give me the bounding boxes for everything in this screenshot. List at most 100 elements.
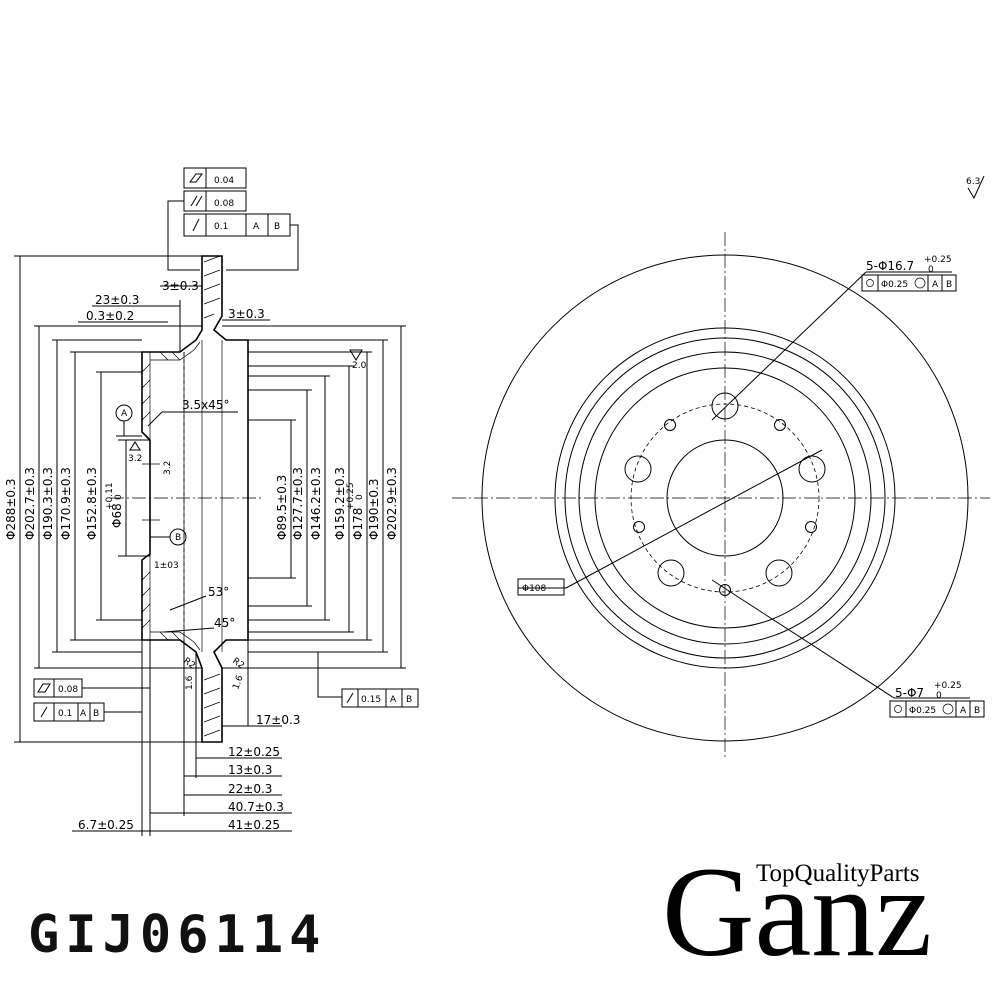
datum-markers: A B 3.2 3.2 1±03 xyxy=(115,404,187,571)
disc-outer-edge xyxy=(481,254,969,742)
datum-a-label: A xyxy=(121,409,128,419)
small-hole-callout: 5-Φ7 +0.25 0 Φ0.25 A B xyxy=(711,579,985,718)
finish-icon-a xyxy=(129,441,141,451)
datum-triangle-icon xyxy=(349,349,363,361)
dim-1-03: 1±03 xyxy=(154,561,179,571)
pcd-circle xyxy=(630,403,820,593)
dim-288: Φ288±0.3 xyxy=(4,479,18,541)
dim-152-8: Φ152.8±0.3 xyxy=(85,467,99,540)
runout-right-datum-a: A xyxy=(390,695,397,705)
dim-3-2a: 3.2 xyxy=(128,454,142,464)
small-datum-a: A xyxy=(960,706,967,716)
tolerance-stack: 0.04 0.08 0.1 A B xyxy=(167,167,299,271)
bolt-datum-a: A xyxy=(932,280,939,290)
dim-127-7: Φ127.7±0.3 xyxy=(291,467,305,540)
left-diameter-dims: Φ288±0.3 Φ202.7±0.3 Φ190.3±0.3 Φ170.9±0.… xyxy=(4,255,202,743)
disc-ring-2 xyxy=(564,337,886,659)
dim-178-tol-low: 0 xyxy=(355,494,365,500)
right-runout-callout: 0.15 A B xyxy=(317,652,419,708)
dim-190: Φ190±0.3 xyxy=(367,479,381,541)
tol-flatness-value: 0.04 xyxy=(214,176,234,186)
runout-right-value: 0.15 xyxy=(361,695,381,705)
right-diameter-dims: Φ89.5±0.3 Φ127.7±0.3 Φ146.2±0.3 Φ159.2±0… xyxy=(222,325,406,669)
dim-hub-bore: Φ68 xyxy=(110,503,124,528)
dim-6-7: 6.7±0.25 xyxy=(78,818,134,832)
dim-22: 22±0.3 xyxy=(228,782,272,796)
left-callouts: 0.08 0.1 A B xyxy=(33,678,150,722)
runout-icon-right xyxy=(346,692,354,704)
bolt-holes-tol-low: 0 xyxy=(928,265,934,275)
small-hole xyxy=(719,584,731,596)
runout-right-datum-b: B xyxy=(406,695,412,705)
surface-finish-value: 6.3 xyxy=(966,177,980,187)
tol-datum-a: A xyxy=(253,222,260,232)
runout-callout-value: 0.1 xyxy=(58,709,72,719)
angle-dims: 53° 45° R2 R2 1.6 1.6 xyxy=(163,585,246,691)
bolt-hole xyxy=(798,455,826,483)
bolt-holes-tol: +0.25 xyxy=(924,255,952,265)
dim-hub-bore-tol: +0.11 xyxy=(105,482,115,510)
front-view: 5-Φ16.7 +0.25 0 Φ0.25 A B Φ108 5-Φ7 +0.2… xyxy=(452,232,990,760)
dim-3-right: 3±0.3 xyxy=(228,307,265,321)
small-holes-label: 5-Φ7 xyxy=(895,686,924,700)
small-hole xyxy=(805,521,817,533)
part-number: GIJ06114 xyxy=(28,905,327,965)
brand-logo-name: Ganz xyxy=(662,841,933,983)
bolt-hole xyxy=(765,559,793,587)
runout-datum-b: B xyxy=(93,709,99,719)
dim-178-tol: +0.25 xyxy=(346,482,356,510)
small-hole xyxy=(774,419,786,431)
mmc-icon-2 xyxy=(942,703,954,715)
small-position-value: Φ0.25 xyxy=(909,706,936,716)
tol-runout-value: 0.1 xyxy=(214,222,228,232)
dim-170-9: Φ170.9±0.3 xyxy=(59,467,73,540)
dim-17: 17±0.3 xyxy=(256,713,300,727)
bolt-position-value: Φ0.25 xyxy=(881,280,908,290)
bolt-datum-b: B xyxy=(946,280,952,290)
dim-190-3: Φ190.3±0.3 xyxy=(41,467,55,540)
position-icon-2 xyxy=(894,705,902,713)
pcd-callout: Φ108 xyxy=(517,449,823,596)
surface-finish-mark: 6.3 xyxy=(966,175,985,200)
dim-89-5: Φ89.5±0.3 xyxy=(275,475,289,540)
small-holes-tol-low: 0 xyxy=(936,691,942,701)
disc-profile xyxy=(141,255,249,743)
dim-1-6a: 1.6 xyxy=(185,675,195,690)
dim-r2b: R2 xyxy=(230,656,246,671)
dim-202-9: Φ202.9±0.3 xyxy=(385,467,399,540)
disc-ring-4 xyxy=(594,367,856,629)
dim-2-0: 2.0 xyxy=(352,361,367,371)
small-hole xyxy=(664,419,676,431)
dim-3-2b: 3.2 xyxy=(163,461,173,475)
dim-53: 53° xyxy=(208,585,229,599)
runout-icon xyxy=(192,218,200,232)
dim-178: Φ178 xyxy=(351,508,365,540)
bolt-hole xyxy=(711,392,739,420)
bolt-hole xyxy=(624,455,652,483)
dim-41: 41±0.25 xyxy=(228,818,280,832)
bottom-dims: 17±0.3 12±0.25 13±0.3 22±0.3 40.7±0.3 41… xyxy=(72,640,300,836)
dim-40-7: 40.7±0.3 xyxy=(228,800,284,814)
tol-parallel-value: 0.08 xyxy=(214,199,234,209)
dim-3-top: 3±0.3 xyxy=(162,279,199,293)
center-bore xyxy=(666,439,784,557)
surface-finish-icon xyxy=(967,175,985,200)
pcd-label: Φ108 xyxy=(522,584,547,594)
dim-12: 12±0.25 xyxy=(228,745,280,759)
dim-146-2: Φ146.2±0.3 xyxy=(309,467,323,540)
bolt-holes xyxy=(624,392,826,587)
top-dims: 3±0.3 23±0.3 0.3±0.2 3±0.3 3.5x45° xyxy=(78,279,270,427)
dim-1-6b: 1.6 xyxy=(231,674,245,691)
tol-datum-b: B xyxy=(274,222,280,232)
flatness-icon-left xyxy=(37,683,51,693)
dim-13: 13±0.3 xyxy=(228,763,272,777)
disc-ring-3 xyxy=(578,351,872,645)
runout-icon-left xyxy=(40,706,48,718)
dim-chamfer: 3.5x45° xyxy=(182,398,229,412)
dim-0-3: 0.3±0.2 xyxy=(86,309,134,323)
dim-45: 45° xyxy=(214,616,235,630)
brand-tagline: TopQualityParts xyxy=(756,860,920,887)
position-icon xyxy=(866,279,874,287)
datum-b-label: B xyxy=(175,533,181,543)
